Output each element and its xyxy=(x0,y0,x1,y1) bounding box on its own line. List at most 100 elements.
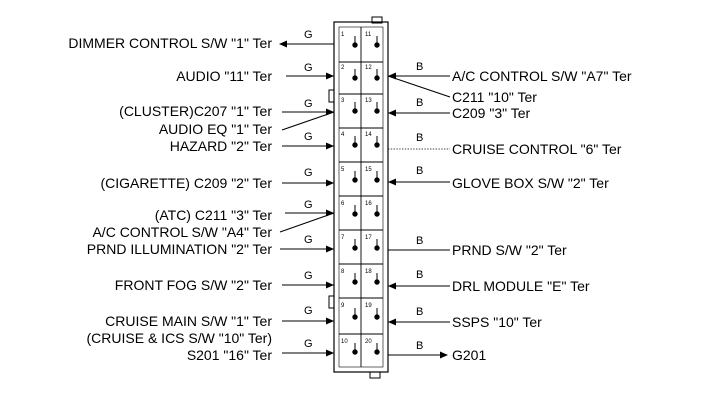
right-terminal-labels: A/C CONTROL S/W "A7" Ter C211 "10" Ter C… xyxy=(452,68,632,363)
wire-color-letter: B xyxy=(416,340,423,352)
wire-color-letter: B xyxy=(416,269,423,281)
wire-color-letter: B xyxy=(416,132,423,144)
terminal-label: SSPS "10" Ter xyxy=(452,314,542,330)
pin-number: 13 xyxy=(365,98,372,104)
arrowhead xyxy=(326,179,334,187)
arrowhead xyxy=(326,317,334,325)
arrowhead xyxy=(388,178,396,186)
left-terminal-labels: DIMMER CONTROL S/W "1" Ter AUDIO "11" Te… xyxy=(68,35,272,363)
pin-number: 12 xyxy=(365,65,372,71)
terminal-dot xyxy=(352,142,358,148)
terminal-dot xyxy=(374,42,380,48)
pin-number: 11 xyxy=(365,32,372,38)
pin-number: 9 xyxy=(341,303,345,309)
arrowhead xyxy=(388,109,396,117)
arrowhead xyxy=(388,72,396,80)
wire-color-letter: G xyxy=(304,305,313,317)
arrowhead xyxy=(326,245,334,253)
terminal-dot xyxy=(352,314,358,320)
pin-number: 7 xyxy=(341,235,345,241)
arrowhead xyxy=(326,72,334,80)
pin-number: 5 xyxy=(341,167,345,173)
terminal-label: PRND S/W "2" Ter xyxy=(452,242,567,258)
terminal-label: CRUISE CONTROL "6" Ter xyxy=(452,141,622,157)
terminal-dot xyxy=(374,349,380,355)
arrowhead xyxy=(279,40,287,48)
wire-color-letter: G xyxy=(304,338,313,350)
arrowhead xyxy=(326,142,334,150)
wire-color-letter: B xyxy=(416,97,423,109)
wire-color-letter: G xyxy=(304,167,313,179)
wire-color-letter: G xyxy=(304,270,313,282)
arrowhead xyxy=(440,351,448,359)
terminal-label: S201 "16" Ter xyxy=(187,347,273,363)
terminal-label: HAZARD "2" Ter xyxy=(170,138,273,154)
terminal-dot xyxy=(374,245,380,251)
terminal-dot xyxy=(374,177,380,183)
terminal-dot xyxy=(374,108,380,114)
terminal-label: C209 "3" Ter xyxy=(452,105,531,121)
terminal-label: DRL MODULE "E" Ter xyxy=(452,278,590,294)
pin-number: 15 xyxy=(365,167,372,173)
terminal-label: FRONT FOG S/W "2" Ter xyxy=(115,277,273,293)
pin-number: 20 xyxy=(365,339,372,345)
terminal-dot xyxy=(374,142,380,148)
pin-number: 3 xyxy=(341,98,345,104)
wire-color-letter: B xyxy=(416,61,423,73)
arrowhead xyxy=(326,209,334,217)
connector-body xyxy=(328,16,389,379)
wire-color-letter: G xyxy=(304,98,313,110)
terminal-label: AUDIO EQ "1" Ter xyxy=(159,121,272,137)
terminals xyxy=(352,36,380,355)
arrowhead xyxy=(388,318,396,326)
terminal-label: DIMMER CONTROL S/W "1" Ter xyxy=(68,35,272,51)
pin-number: 14 xyxy=(365,132,372,138)
pin-numbers: 1 2 3 4 5 6 7 8 9 10 11 12 13 14 15 16 1… xyxy=(341,32,372,345)
terminal-label: AUDIO "11" Ter xyxy=(176,68,272,84)
terminal-dot xyxy=(374,211,380,217)
terminal-label: A/C CONTROL S/W "A4" Ter xyxy=(92,224,272,240)
pin-number: 4 xyxy=(341,132,345,138)
pin-number: 19 xyxy=(365,303,372,309)
wire-color-letter: B xyxy=(416,306,423,318)
terminal-label: A/C CONTROL S/W "A7" Ter xyxy=(452,68,632,84)
terminal-label: (CLUSTER)C207 "1" Ter xyxy=(119,103,272,119)
terminal-label: CRUISE MAIN S/W "1" Ter xyxy=(105,313,272,329)
wire-color-letter: G xyxy=(304,62,313,74)
terminal-dot xyxy=(374,279,380,285)
wire-color-letter: G xyxy=(304,29,313,41)
pin-number: 16 xyxy=(365,201,372,207)
terminal-dot xyxy=(352,349,358,355)
terminal-label: PRND ILLUMINATION "2" Ter xyxy=(87,241,273,257)
terminal-dot xyxy=(352,75,358,81)
terminal-label: G201 xyxy=(452,347,486,363)
pin-number: 8 xyxy=(341,269,345,275)
pin-number: 17 xyxy=(365,235,372,241)
arrowhead xyxy=(388,282,396,290)
wire-color-letter: G xyxy=(304,234,313,246)
terminal-label: GLOVE BOX S/W "2" Ter xyxy=(452,175,609,191)
pin-number: 2 xyxy=(341,65,345,71)
terminal-dot xyxy=(352,279,358,285)
terminal-label: (ATC) C211 "3" Ter xyxy=(155,207,273,223)
terminal-dot xyxy=(352,42,358,48)
arrowhead xyxy=(326,349,334,357)
terminal-dot xyxy=(352,108,358,114)
wires xyxy=(279,43,451,356)
arrowhead xyxy=(326,108,334,116)
wire-colors-right: B B B B B B B B xyxy=(416,61,423,352)
pin-number: 10 xyxy=(341,339,348,345)
terminal-dot xyxy=(374,314,380,320)
terminal-label: (CRUISE & ICS S/W "10" Ter) xyxy=(87,330,273,346)
terminal-dot xyxy=(352,211,358,217)
terminal-label: C211 "10" Ter xyxy=(452,89,537,105)
terminal-dot xyxy=(352,177,358,183)
wire-color-letter: G xyxy=(304,131,313,143)
wire-colors-left: G G G G G G G G G G xyxy=(304,29,313,350)
terminal-dot xyxy=(374,75,380,81)
arrowhead xyxy=(326,281,334,289)
pin-number: 18 xyxy=(365,269,372,275)
wire-color-letter: G xyxy=(304,199,313,211)
pin-number: 6 xyxy=(341,201,345,207)
